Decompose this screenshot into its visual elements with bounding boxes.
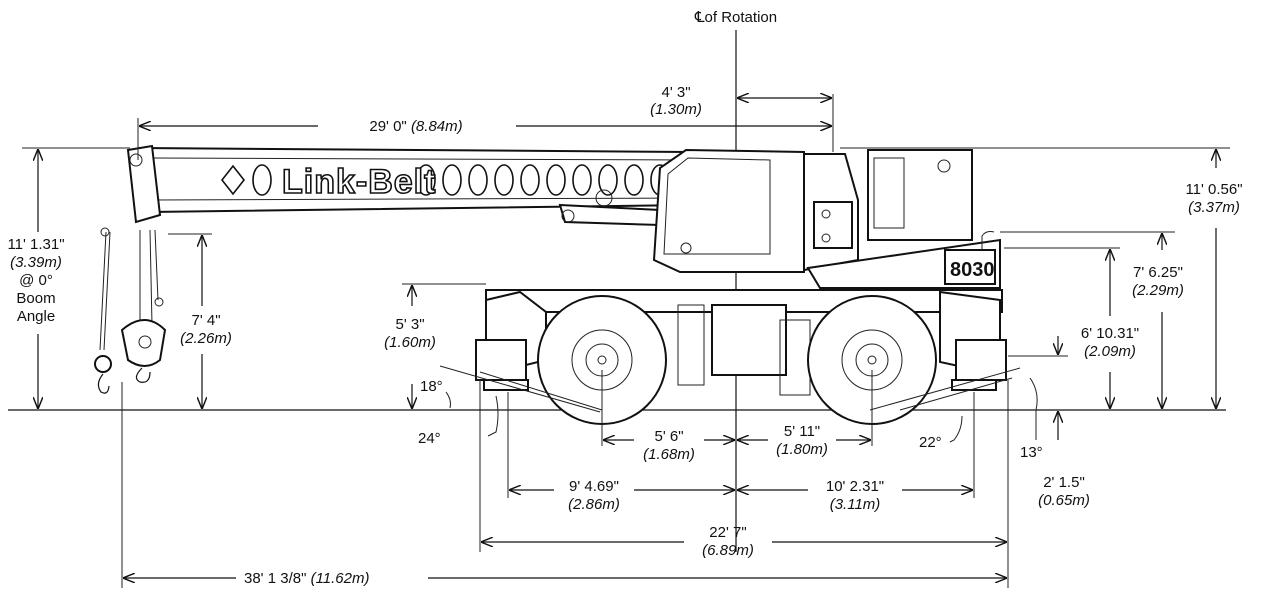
boom-logo: Link-Belt [282, 163, 436, 201]
overall-height-imperial: 11' 0.56" [1185, 181, 1243, 198]
angle-22-label: 22° [919, 434, 942, 451]
upper-works: 8030 [803, 149, 1001, 289]
front-axle-metric: (1.68m) [643, 446, 695, 463]
front-frame-height-imperial: 5' 3" [395, 316, 425, 333]
rear-axle-imperial: 5' 11" [783, 423, 821, 440]
hook-height-metric: (2.26m) [180, 330, 232, 347]
engine-height-metric: (2.09m) [1084, 343, 1136, 360]
front-outrigger-metric: (2.86m) [568, 496, 620, 513]
rear-offset-metric: (1.30m) [650, 101, 702, 118]
deck-height-imperial: 7' 6.25" [1133, 264, 1183, 281]
hook-block [94, 227, 167, 394]
model-number: 8030 [950, 259, 995, 281]
engine-height-imperial: 6' 10.31" [1080, 325, 1140, 342]
ground-clearance-metric: (0.65m) [1038, 492, 1090, 509]
boom-length-imperial: 29' 0" [369, 118, 407, 135]
rotation-centerline-label: ℄of Rotation [694, 9, 778, 26]
rear-outrigger-metric: (3.11m) [829, 496, 881, 513]
angle-24-label: 24° [418, 430, 441, 447]
crane-illustration: Link-Belt [94, 144, 1007, 425]
overall-height-metric: (3.37m) [1188, 199, 1240, 216]
front-frame-height-metric: (1.60m) [384, 334, 436, 351]
overall-length-label: 38' 1 3/8" (11.62m) [244, 570, 370, 587]
ground-clearance-imperial: 2' 1.5" [1043, 474, 1085, 491]
boom-angle-line3: Angle [16, 308, 56, 325]
boom-height-imperial: 11' 1.31" [7, 236, 65, 253]
rear-axle-metric: (1.80m) [776, 441, 828, 458]
overall-length-imperial: 38' 1 3/8" [244, 570, 307, 587]
operator-cab [595, 148, 805, 273]
outrigger-span-metric: (6.89m) [702, 542, 754, 559]
hook-height-imperial: 7' 4" [191, 312, 221, 329]
front-axle-imperial: 5' 6" [654, 428, 684, 445]
front-outrigger-imperial: 9' 4.69" [569, 478, 619, 495]
boom-length-label: 29' 0" (8.84m) [369, 118, 462, 135]
angle-18-label: 18° [420, 378, 443, 395]
rear-offset-imperial: 4' 3" [661, 84, 691, 101]
boom-length-metric: (8.84m) [410, 118, 463, 135]
dimension-lines [22, 94, 1230, 588]
outrigger-span-imperial: 22' 7" [709, 524, 747, 541]
boom-height-metric: (3.39m) [10, 254, 62, 271]
boom-angle-line1: @ 0° [19, 272, 53, 289]
boom-angle-line2: Boom [16, 290, 56, 307]
angle-13-label: 13° [1020, 444, 1043, 461]
rear-outrigger-imperial: 10' 2.31" [825, 478, 885, 495]
deck-height-metric: (2.29m) [1132, 282, 1184, 299]
overall-length-metric: (11.62m) [310, 570, 370, 587]
